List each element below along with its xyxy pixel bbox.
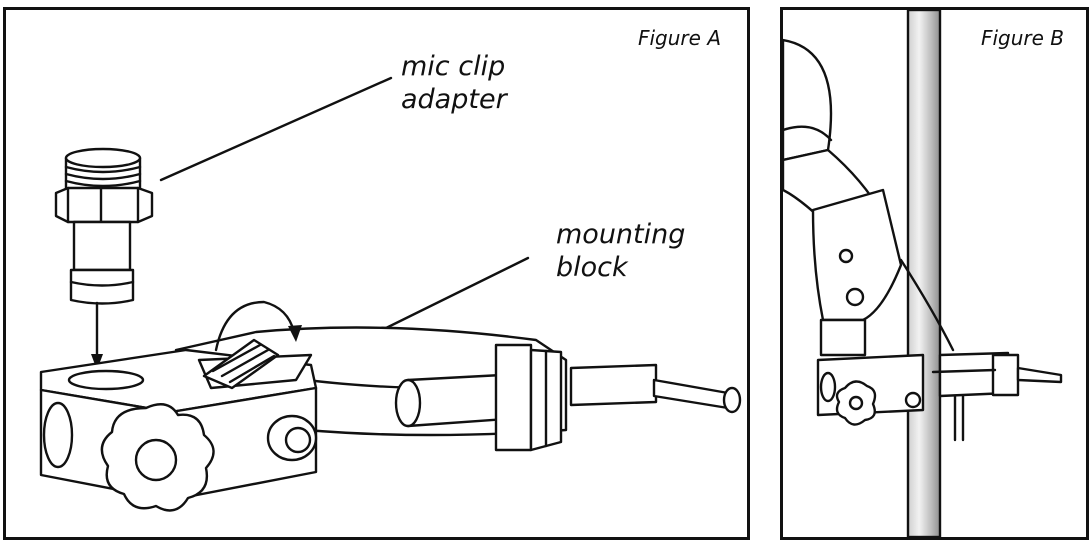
adapter-leader-line <box>159 76 393 182</box>
figure-a-drawing <box>39 76 742 512</box>
mic-clip <box>811 188 903 357</box>
mounting-block-label-line1: mounting <box>556 219 686 250</box>
mounting-block-label-line2: block <box>556 252 628 283</box>
mic-clip-adapter-label: mic clip adapter <box>401 50 507 116</box>
adapter-socket-hole <box>67 369 145 391</box>
adapter-insert-arrowhead <box>91 354 103 370</box>
side-screw <box>266 414 318 462</box>
figure-a-panel: Figure A mic clip adapter mounting block <box>3 7 750 540</box>
clamp-jaw <box>494 343 563 452</box>
mic-clip-adapter-label-line1: mic clip <box>401 51 506 82</box>
star-knob <box>100 403 215 512</box>
mounting-block-label: mounting block <box>556 218 685 284</box>
figure-a-title: Figure A <box>638 26 721 50</box>
figure-b-panel: Figure B <box>780 7 1089 540</box>
mic-clip-adapter <box>54 147 154 305</box>
clamp-on-pole <box>816 351 1063 442</box>
mic-clip-adapter-label-line2: adapter <box>401 84 507 115</box>
mic-stand-pole <box>906 10 942 537</box>
mic-cable <box>899 258 955 352</box>
figure-b-title: Figure B <box>980 26 1064 50</box>
thumbscrew-rod <box>394 363 742 428</box>
figure-b-drawing <box>783 10 1063 537</box>
